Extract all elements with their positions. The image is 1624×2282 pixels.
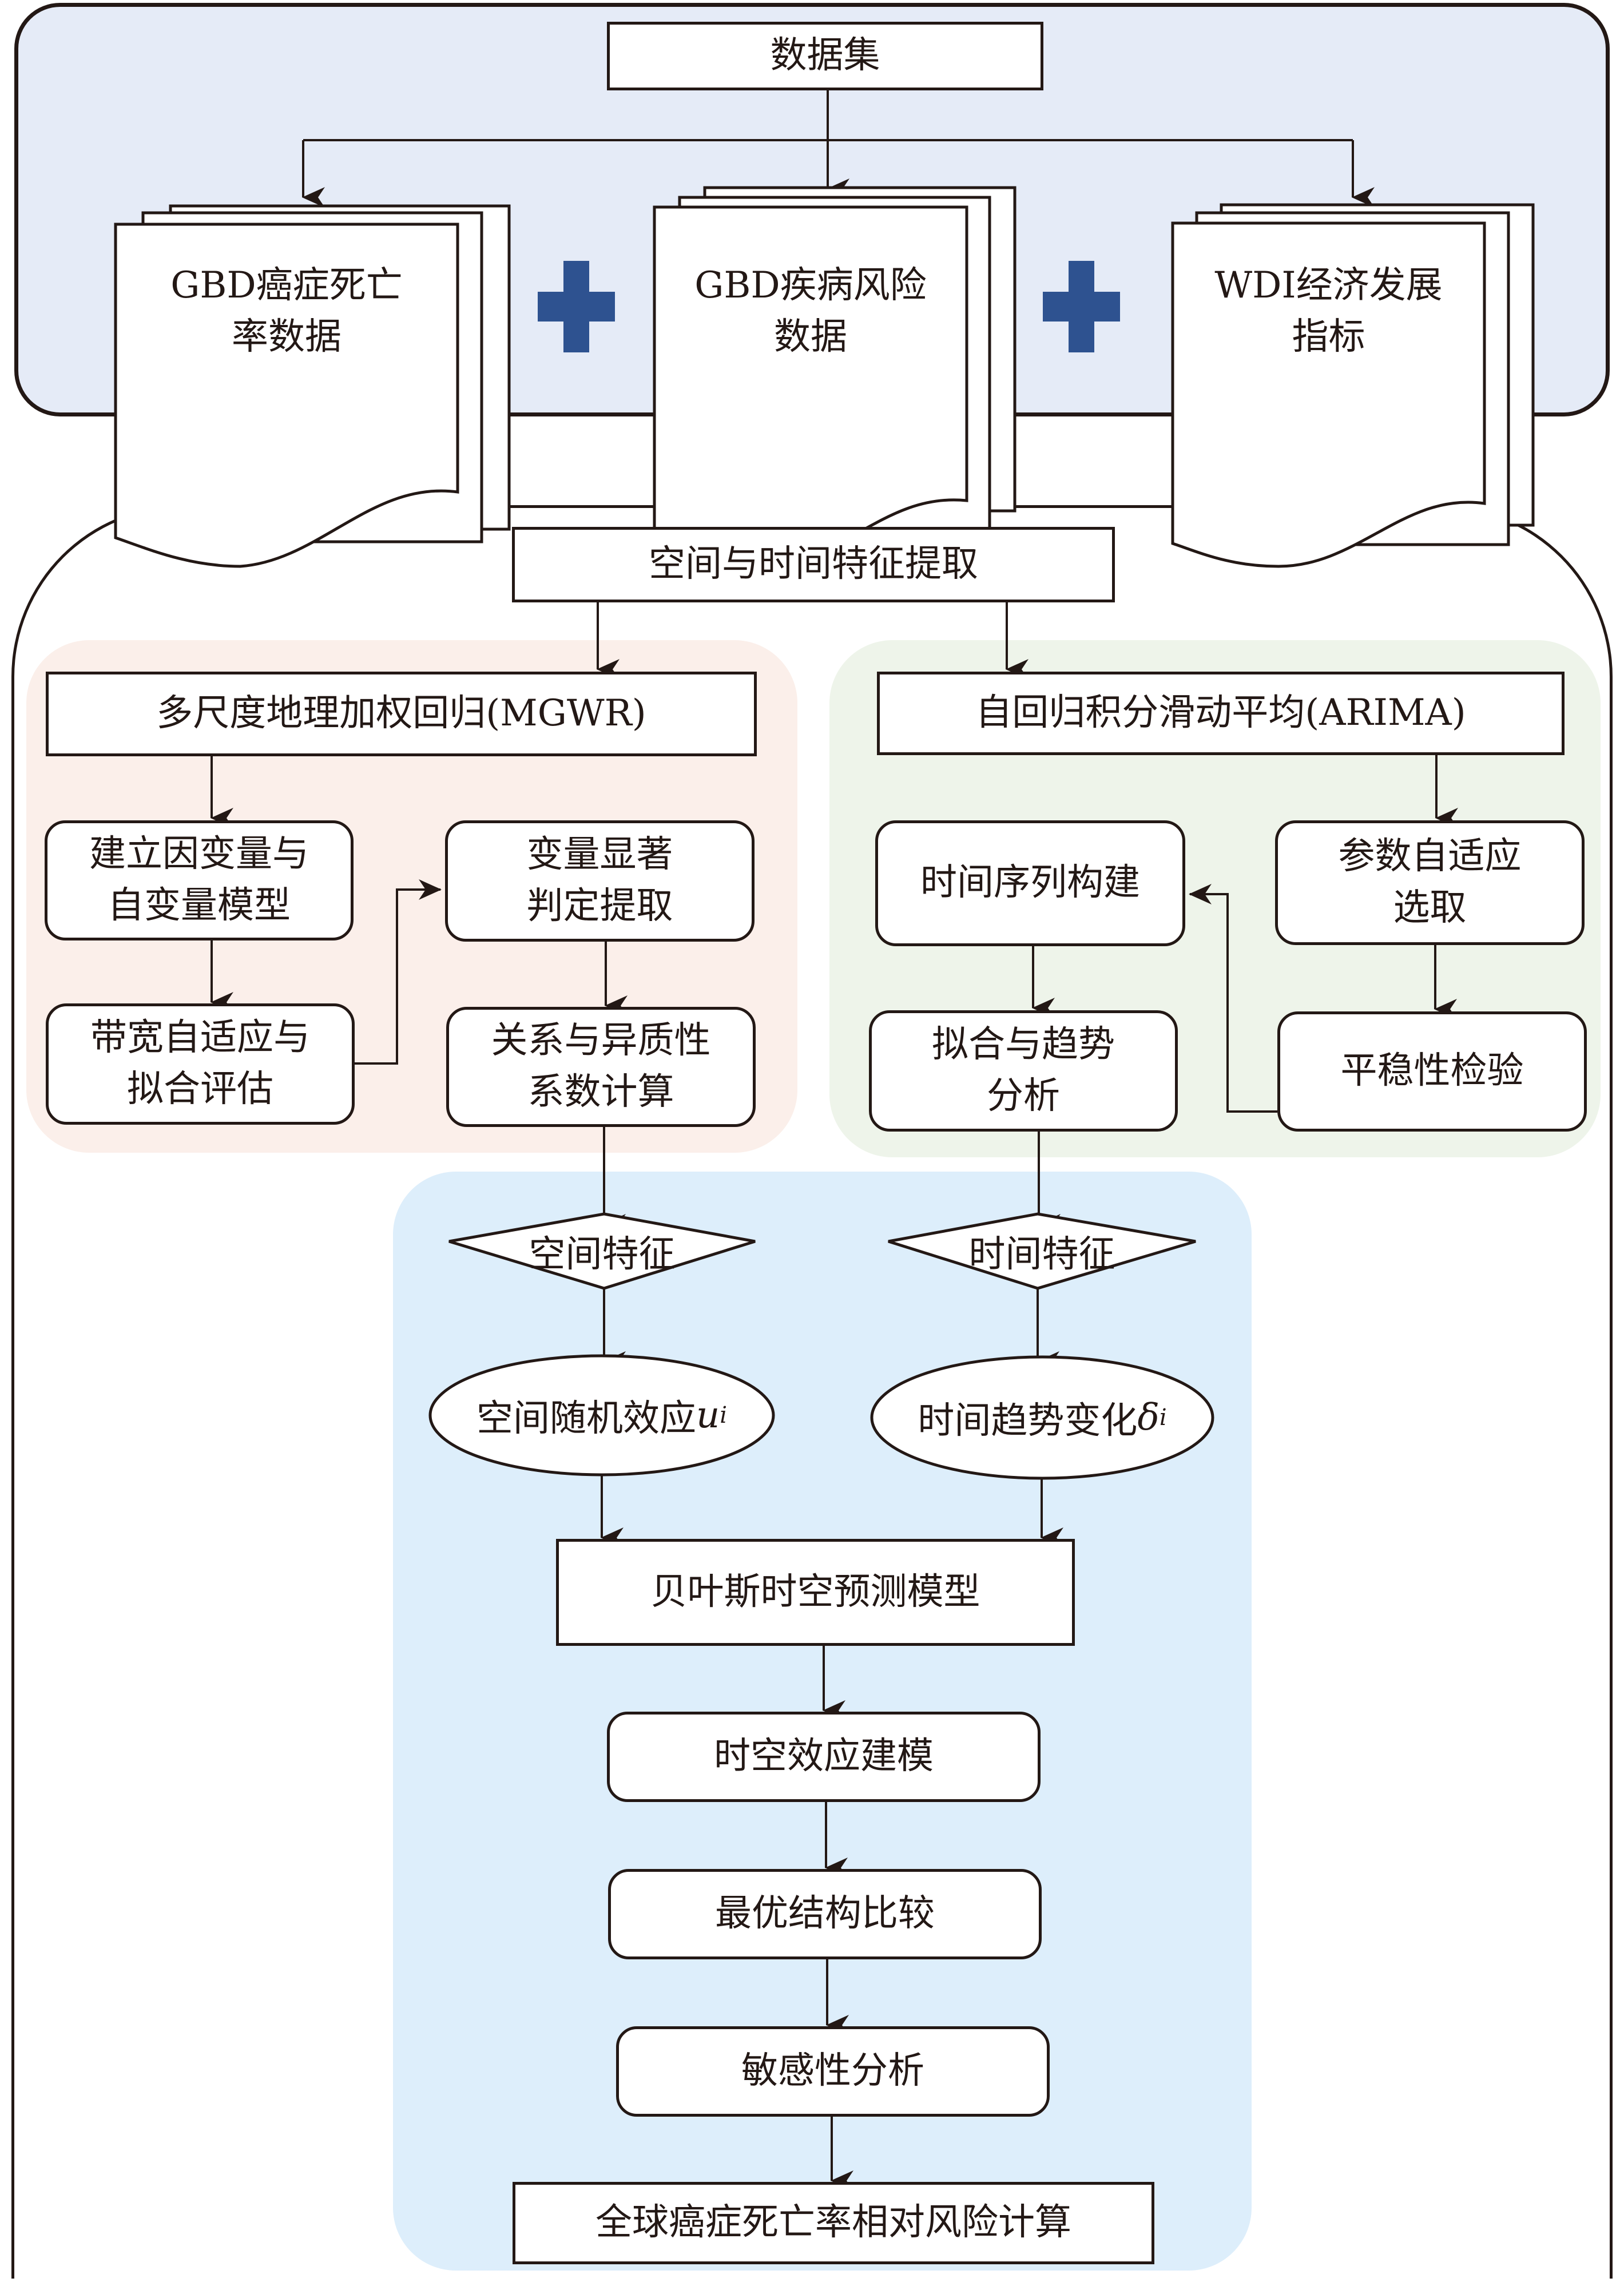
arima-title: 自回归积分滑动平均(ARIMA) (975, 692, 1466, 735)
spatial-effect-label: 空间随机效应 (476, 1398, 696, 1440)
temporal-effect-ellipse (870, 1355, 1214, 1480)
arima-step-fit: 拟合与趋势分析 (869, 1010, 1178, 1132)
source-gbd-risk: GBD疾病风险 数据 (654, 260, 967, 363)
bayes-model-box: 贝叶斯时空预测模型 (556, 1539, 1075, 1646)
step-line1: 带宽自适应与 (90, 1017, 310, 1059)
arima-step-params: 参数自适应选取 (1275, 820, 1585, 945)
step-line2: 判定提取 (526, 885, 673, 927)
step-label: 最优结构比较 (715, 1892, 935, 1935)
mgwr-step-model: 建立因变量与自变量模型 (45, 820, 354, 940)
step-line1: 平稳性检验 (1340, 1050, 1524, 1093)
dataset-title: 数据集 (770, 34, 880, 77)
bayes-step-effects: 时空效应建模 (607, 1712, 1041, 1802)
source-gbd-cancer: GBD癌症死亡 率数据 (116, 260, 458, 363)
mgwr-step-coefficients: 关系与异质性系数计算 (446, 1007, 756, 1127)
source-label-line1: GBD疾病风险 (694, 264, 927, 307)
doc-stack-gbd-cancer (114, 204, 511, 568)
plus-icon (1043, 261, 1120, 352)
doc-stack-wdi (1171, 203, 1535, 568)
extraction-title: 空间与时间特征提取 (649, 543, 978, 586)
source-label-line2: 指标 (1292, 315, 1365, 358)
temporal-effect-symbol: δ (1137, 1396, 1160, 1439)
step-line1: 拟合与趋势 (932, 1023, 1115, 1066)
source-wdi: WDI经济发展 指标 (1173, 260, 1484, 363)
source-label-line1: GBD癌症死亡 (170, 264, 403, 307)
extraction-box: 空间与时间特征提取 (512, 527, 1115, 602)
step-line2: 自变量模型 (108, 884, 291, 927)
mgwr-title-box: 多尺度地理加权回归(MGWR) (46, 672, 757, 756)
step-line1: 时间序列构建 (920, 862, 1140, 904)
arima-title-box: 自回归积分滑动平均(ARIMA) (877, 672, 1565, 755)
step-line1: 参数自适应 (1338, 835, 1522, 878)
doc-stack-gbd-risk (653, 186, 1017, 568)
spatial-effect-subscript: i (720, 1402, 727, 1428)
arima-step-series: 时间序列构建 (875, 820, 1185, 946)
bayes-model-title: 贝叶斯时空预测模型 (650, 1570, 980, 1613)
step-label: 时空效应建模 (714, 1735, 934, 1778)
spatial-feature-diamond (448, 1212, 756, 1290)
mgwr-step-bandwidth: 带宽自适应与拟合评估 (46, 1003, 355, 1125)
mgwr-title: 多尺度地理加权回归(MGWR) (156, 692, 646, 735)
mgwr-step-significance: 变量显著判定提取 (445, 820, 755, 942)
step-label: 敏感性分析 (741, 2050, 924, 2093)
spatial-feature: 空间特征 (449, 1214, 755, 1288)
source-label-line2: 数据 (774, 315, 847, 358)
dataset-box: 数据集 (607, 22, 1043, 90)
step-line2: 拟合评估 (127, 1068, 273, 1110)
step-line2: 系数计算 (527, 1071, 674, 1113)
step-line2: 分析 (987, 1075, 1060, 1117)
bayes-step-sensitivity: 敏感性分析 (616, 2026, 1050, 2117)
connector (351, 879, 442, 1065)
bayes-step-structure: 最优结构比较 (608, 1869, 1042, 1959)
spatial-feature-label: 空间特征 (529, 1233, 676, 1276)
spatial-effect-ellipse (428, 1354, 775, 1477)
connector (1189, 884, 1277, 1113)
temporal-effect-label: 时间趋势变化 (918, 1400, 1138, 1442)
step-line2: 选取 (1393, 887, 1467, 929)
step-line1: 变量显著 (526, 834, 673, 876)
source-label-line2: 率数据 (232, 315, 342, 358)
step-line1: 关系与异质性 (491, 1019, 711, 1062)
plus-icon (538, 261, 615, 352)
temporal-effect-subscript: i (1159, 1404, 1167, 1431)
temporal-feature-label: 时间特征 (968, 1233, 1115, 1276)
final-output-label: 全球癌症死亡率相对风险计算 (595, 2201, 1071, 2244)
final-output-box: 全球癌症死亡率相对风险计算 (513, 2182, 1154, 2264)
temporal-feature: 时间特征 (888, 1214, 1196, 1288)
source-label-line1: WDI经济发展 (1214, 264, 1443, 307)
temporal-feature-diamond (888, 1212, 1196, 1290)
spatial-effect-symbol: u (696, 1394, 720, 1436)
arima-step-stationarity: 平稳性检验 (1277, 1011, 1587, 1132)
step-line1: 建立因变量与 (89, 833, 309, 876)
